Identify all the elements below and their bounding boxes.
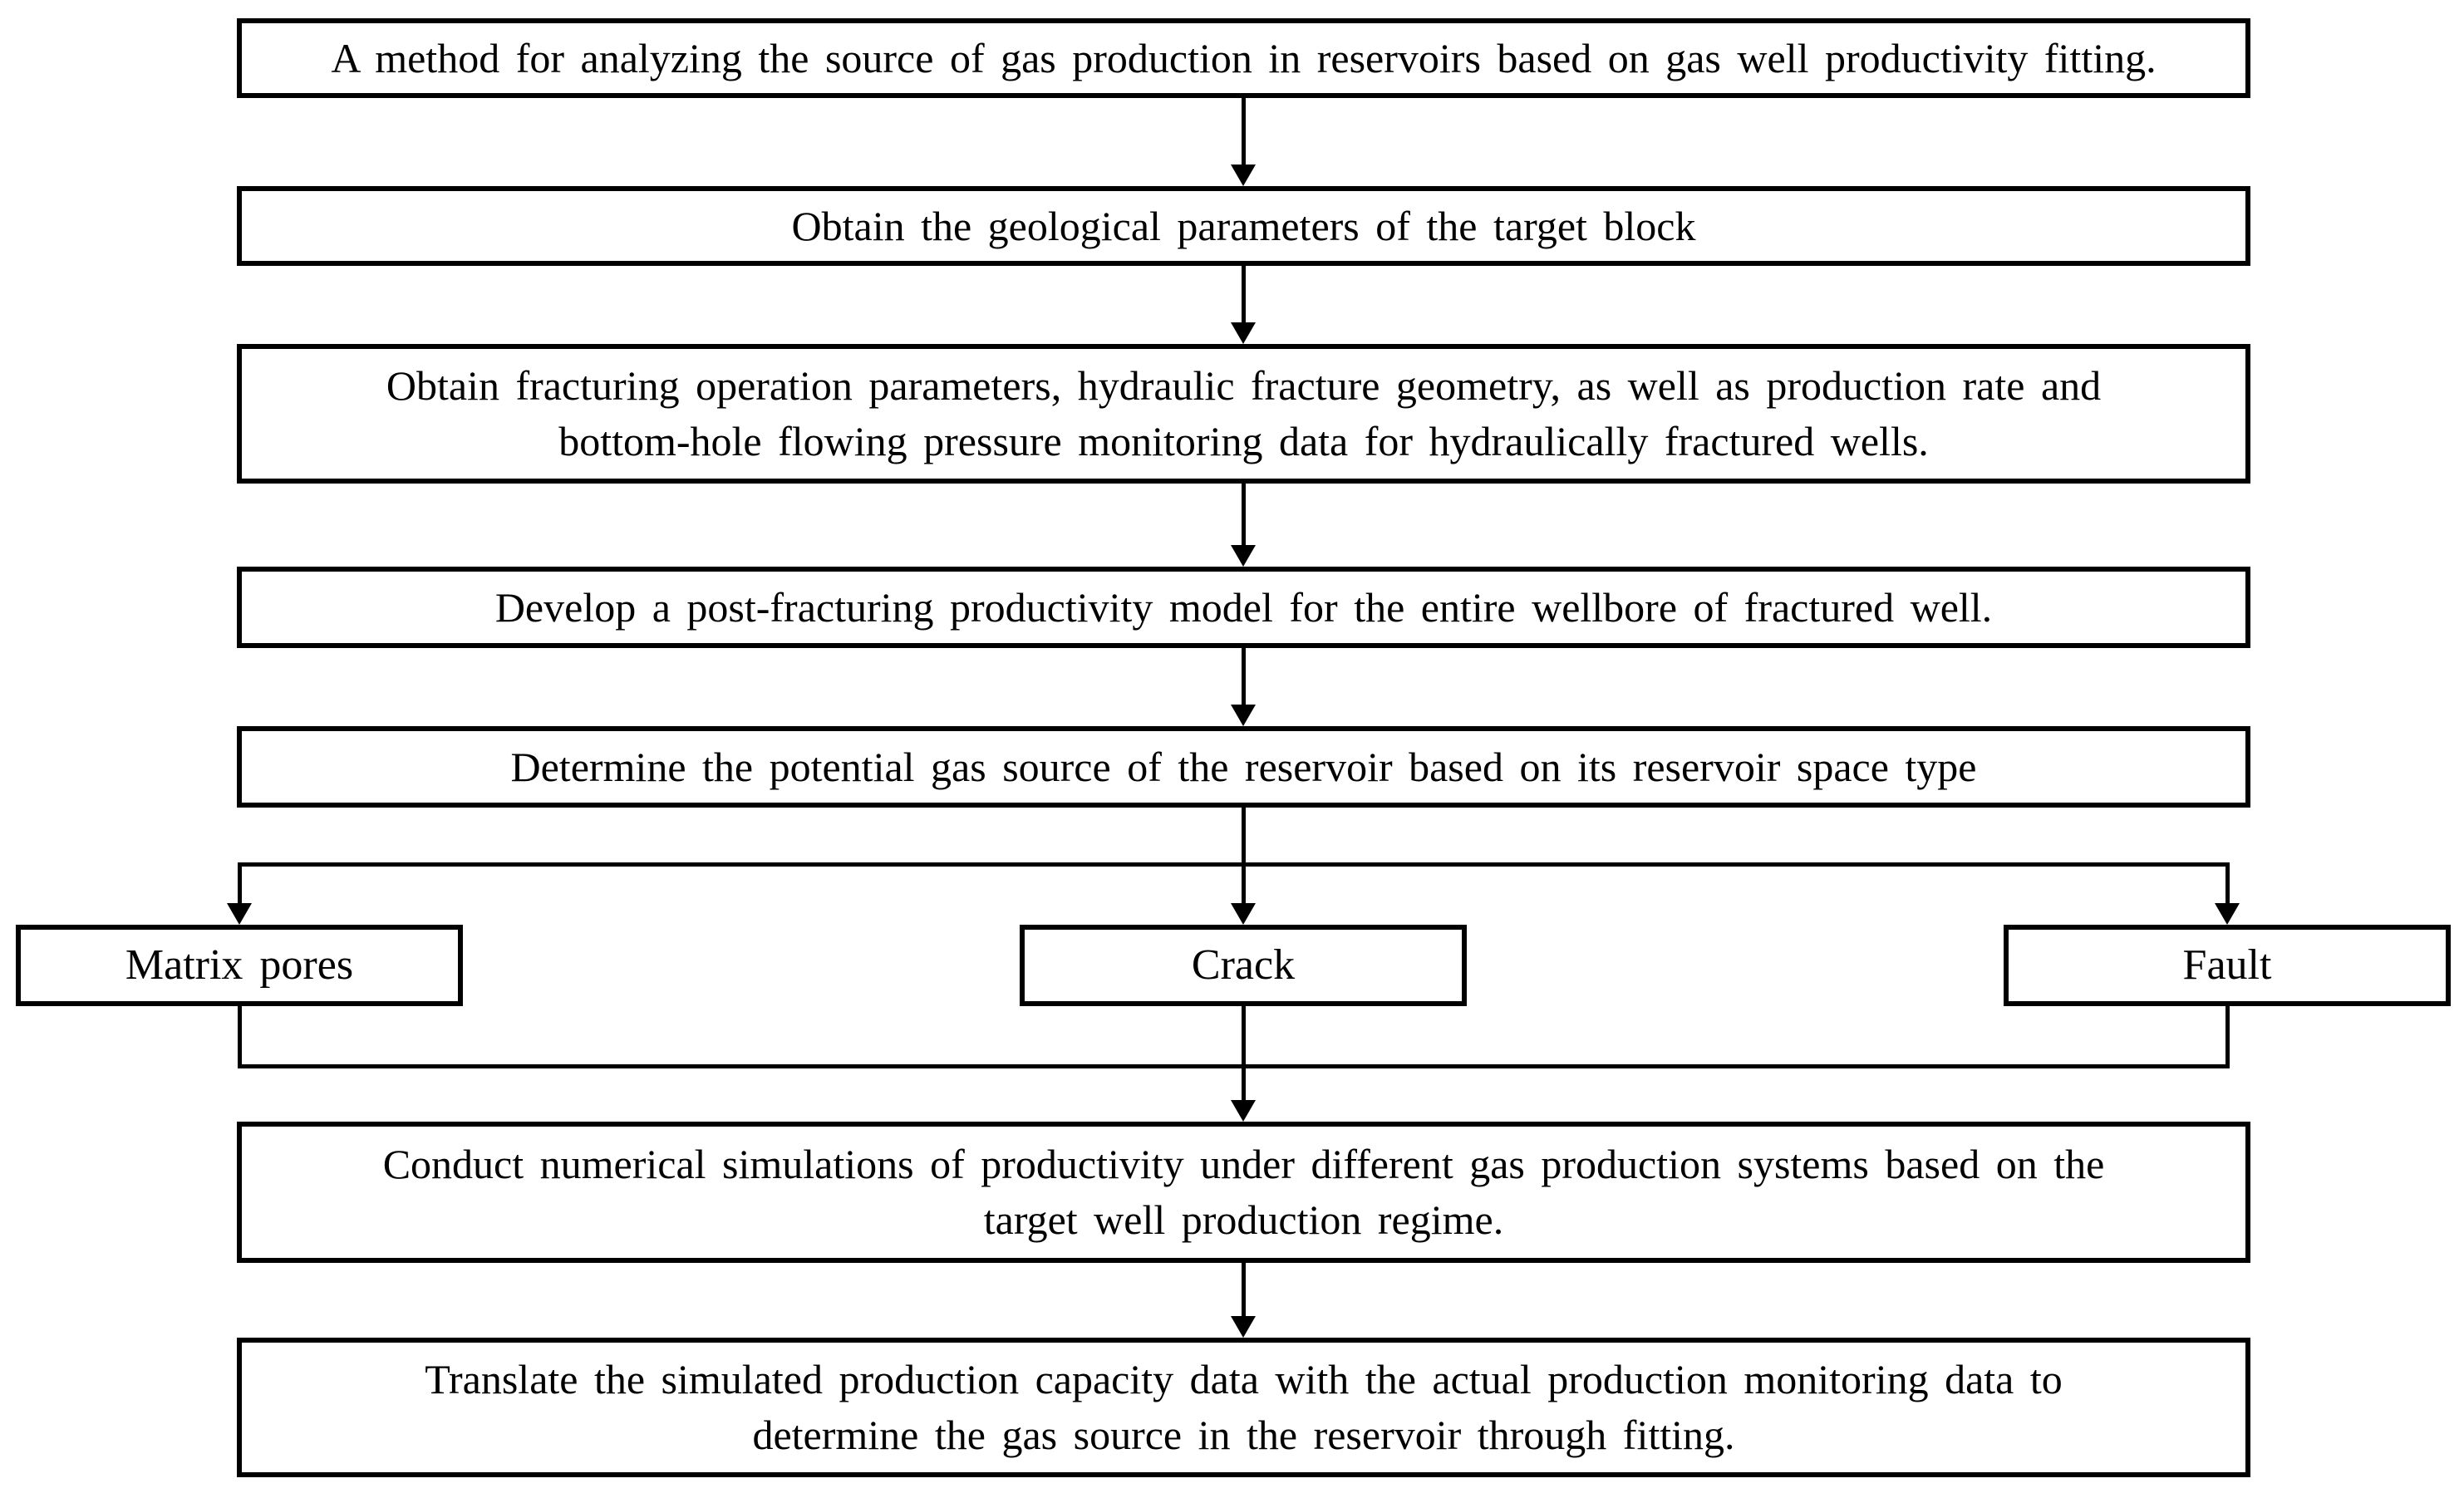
- node-obtain-fracturing: Obtain fracturing operation parameters, …: [237, 344, 2250, 484]
- arrow-down-icon: [1231, 545, 1256, 567]
- node-title: A method for analyzing the source of gas…: [237, 18, 2250, 98]
- arrow-down-icon: [1231, 705, 1256, 726]
- arrow-down-icon: [2215, 903, 2240, 925]
- node-determine-gas-source: Determine the potential gas source of th…: [237, 726, 2250, 808]
- connector-collector-to-simulations: [1242, 1005, 1246, 1102]
- arrow-down-icon: [1231, 1316, 1256, 1338]
- connector-geological-to-fracturing: [1242, 265, 1246, 324]
- connector-fracturing-to-model: [1242, 483, 1246, 547]
- arrow-down-icon: [1231, 322, 1256, 344]
- connector-simulations-to-translate: [1242, 1262, 1246, 1318]
- node-fault: Fault: [2004, 925, 2451, 1006]
- node-translate-data: Translate the simulated production capac…: [237, 1338, 2250, 1477]
- arrow-down-icon: [1231, 165, 1256, 186]
- branch-distribution-line: [238, 862, 2229, 867]
- branch-collector-line: [238, 1064, 2229, 1068]
- connector-to-fault: [2225, 862, 2230, 905]
- arrow-down-icon: [1231, 1100, 1256, 1122]
- connector-model-to-source: [1242, 647, 1246, 706]
- node-conduct-simulations: Conduct numerical simulations of product…: [237, 1122, 2250, 1263]
- node-obtain-geological: Obtain the geological parameters of the …: [237, 186, 2250, 266]
- node-matrix-pores: Matrix pores: [16, 925, 463, 1006]
- connector-matrix-to-collector: [238, 1005, 242, 1068]
- connector-to-matrix-pores: [238, 862, 242, 905]
- connector-source-to-crack: [1242, 807, 1246, 905]
- arrow-down-icon: [1231, 903, 1256, 925]
- arrow-down-icon: [227, 903, 252, 925]
- node-crack: Crack: [1020, 925, 1467, 1006]
- connector-title-to-geological: [1242, 97, 1246, 166]
- connector-fault-to-collector: [2225, 1005, 2230, 1068]
- node-develop-model: Develop a post-fracturing productivity m…: [237, 567, 2250, 648]
